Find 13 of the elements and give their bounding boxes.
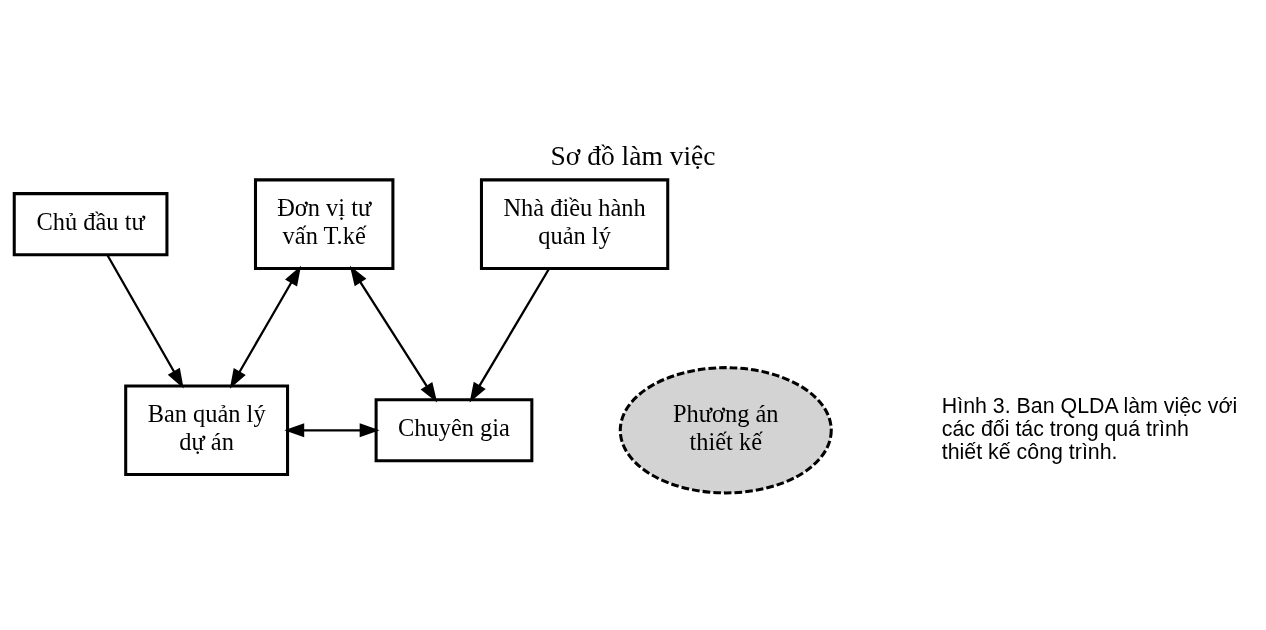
arrow xyxy=(284,423,380,438)
arrow xyxy=(106,254,184,389)
node-box: Nhà điều hành quản lý xyxy=(479,178,670,270)
arrow xyxy=(349,265,438,403)
node-box: Chủ đầu tư xyxy=(12,192,169,257)
diagram-title: Sơ đồ làm việc xyxy=(550,141,716,172)
arrow xyxy=(469,268,550,403)
arrow xyxy=(229,265,301,389)
node-box: Đơn vị tư vấn T.kế xyxy=(253,178,395,270)
node-box: Chuyên gia xyxy=(374,398,534,463)
node-box: Ban quản lý dự án xyxy=(124,384,290,477)
caption: Hình 3. Ban QLDA làm việc với các đối tác trong quá trình thiết kế công trình. xyxy=(941,394,1238,464)
node-ellipse: Phương án thiết kế xyxy=(618,366,833,495)
